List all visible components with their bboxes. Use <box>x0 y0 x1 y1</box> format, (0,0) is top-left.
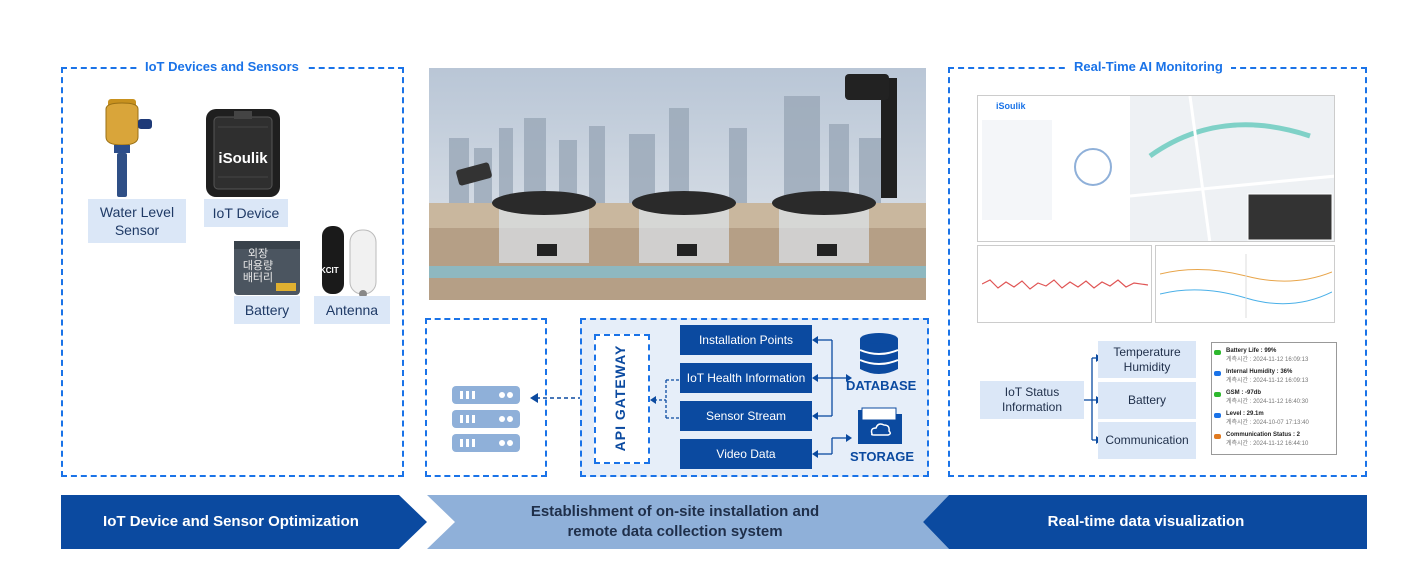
legend-status-icon <box>1214 434 1221 439</box>
data-store-connectors <box>812 336 852 458</box>
legend-status-icon <box>1214 350 1221 355</box>
legend-row: Internal Humidity : 36% 계측시간 : 2024-11-12… <box>1214 369 1309 384</box>
bottom-right-label: Real-time data visualization <box>1047 513 1245 530</box>
legend-title: Level : 29.1m <box>1226 411 1264 417</box>
battery-text: 외장 대용량 배터리 <box>242 248 274 284</box>
dashboard-map-view: iSoulik <box>977 95 1335 242</box>
legend-subtitle: 계측시간 : 2024-11-12 16:09:13 <box>1226 378 1309 384</box>
battery-status-box: Battery <box>1098 382 1196 419</box>
api-gateway-box <box>594 334 650 464</box>
bottom-bar-shapes <box>61 495 1367 549</box>
iot-device-image <box>206 109 280 197</box>
storage-label: STORAGE <box>850 449 915 464</box>
legend-subtitle: 계측시간 : 2024-11-12 16:40:30 <box>1226 399 1309 405</box>
legend-row: Communication Status : 2 계측시간 : 2024-11-1… <box>1214 432 1309 447</box>
monitoring-title: Real-Time AI Monitoring <box>1066 59 1231 74</box>
dashboard-chart-left <box>977 245 1152 323</box>
api-gateway-label: API GATEWAY <box>612 344 628 452</box>
iot-device-brand: iSoulik <box>218 150 268 167</box>
legend-status-icon <box>1214 392 1221 397</box>
status-legend-panel <box>1211 342 1337 455</box>
legend-title: Internal Humidity : 36% <box>1226 369 1293 375</box>
legend-status-icon <box>1214 413 1221 418</box>
video-data-item: Video Data <box>680 439 812 469</box>
communication-status-box: Communication <box>1098 422 1196 459</box>
water-level-sensor-label: Water Level Sensor <box>88 199 186 243</box>
chart-left-line <box>982 279 1148 290</box>
legend-row: Battery Life : 99% 계측시간 : 2024-11-12 16:0… <box>1214 348 1309 363</box>
antenna-label: Antenna <box>314 296 390 324</box>
dashboard-gauge <box>1074 148 1112 186</box>
bottom-middle-label: Establishment of on-site installation an… <box>530 503 820 540</box>
legend-row: Level : 29.1m 계측시간 : 2024-10-07 17:13:40 <box>1214 411 1309 426</box>
antenna-image <box>322 226 377 298</box>
legend-row: GSM : -97db 계측시간 : 2024-11-12 16:40:30 <box>1214 390 1309 405</box>
legend-title: Battery Life : 99% <box>1226 348 1277 354</box>
antenna-brand: KCIT <box>320 266 339 275</box>
legend-subtitle: 계측시간 : 2024-11-12 16:09:13 <box>1226 357 1309 363</box>
gateway-connectors <box>650 379 680 419</box>
iot-health-information-item: IoT Health Information <box>680 363 812 393</box>
installation-scene-illustration <box>429 68 926 300</box>
iot-status-information-box: IoT Status Information <box>980 381 1084 419</box>
map-roads <box>1130 96 1334 241</box>
temperature-humidity-box: Temperature Humidity <box>1098 341 1196 378</box>
sensor-stream-item: Sensor Stream <box>680 401 812 431</box>
legend-subtitle: 계측시간 : 2024-10-07 17:13:40 <box>1226 420 1309 426</box>
legend-subtitle: 계측시간 : 2024-11-12 16:44:10 <box>1226 441 1309 447</box>
iot-device-label: IoT Device <box>204 199 288 227</box>
battery-label: Battery <box>234 296 300 324</box>
water-level-sensor-image <box>105 99 152 197</box>
dashboard-sidebar <box>982 120 1052 220</box>
server-stack-icon <box>452 386 520 452</box>
installation-points-item: Installation Points <box>680 325 812 355</box>
chart-right-lines <box>1160 254 1332 318</box>
legend-title: Communication Status : 2 <box>1226 432 1301 438</box>
database-icon <box>859 333 899 374</box>
legend-title: GSM : -97db <box>1226 390 1262 396</box>
storage-folder-icon <box>858 407 902 444</box>
iot-devices-title: IoT Devices and Sensors <box>137 59 307 74</box>
dashboard-brand: iSoulik <box>996 101 1026 111</box>
dashboard-chart-right <box>1155 245 1335 323</box>
database-label: DATABASE <box>846 378 917 393</box>
bottom-left-label: IoT Device and Sensor Optimization <box>103 513 359 530</box>
legend-status-icon <box>1214 371 1221 376</box>
battery-image <box>234 241 300 295</box>
